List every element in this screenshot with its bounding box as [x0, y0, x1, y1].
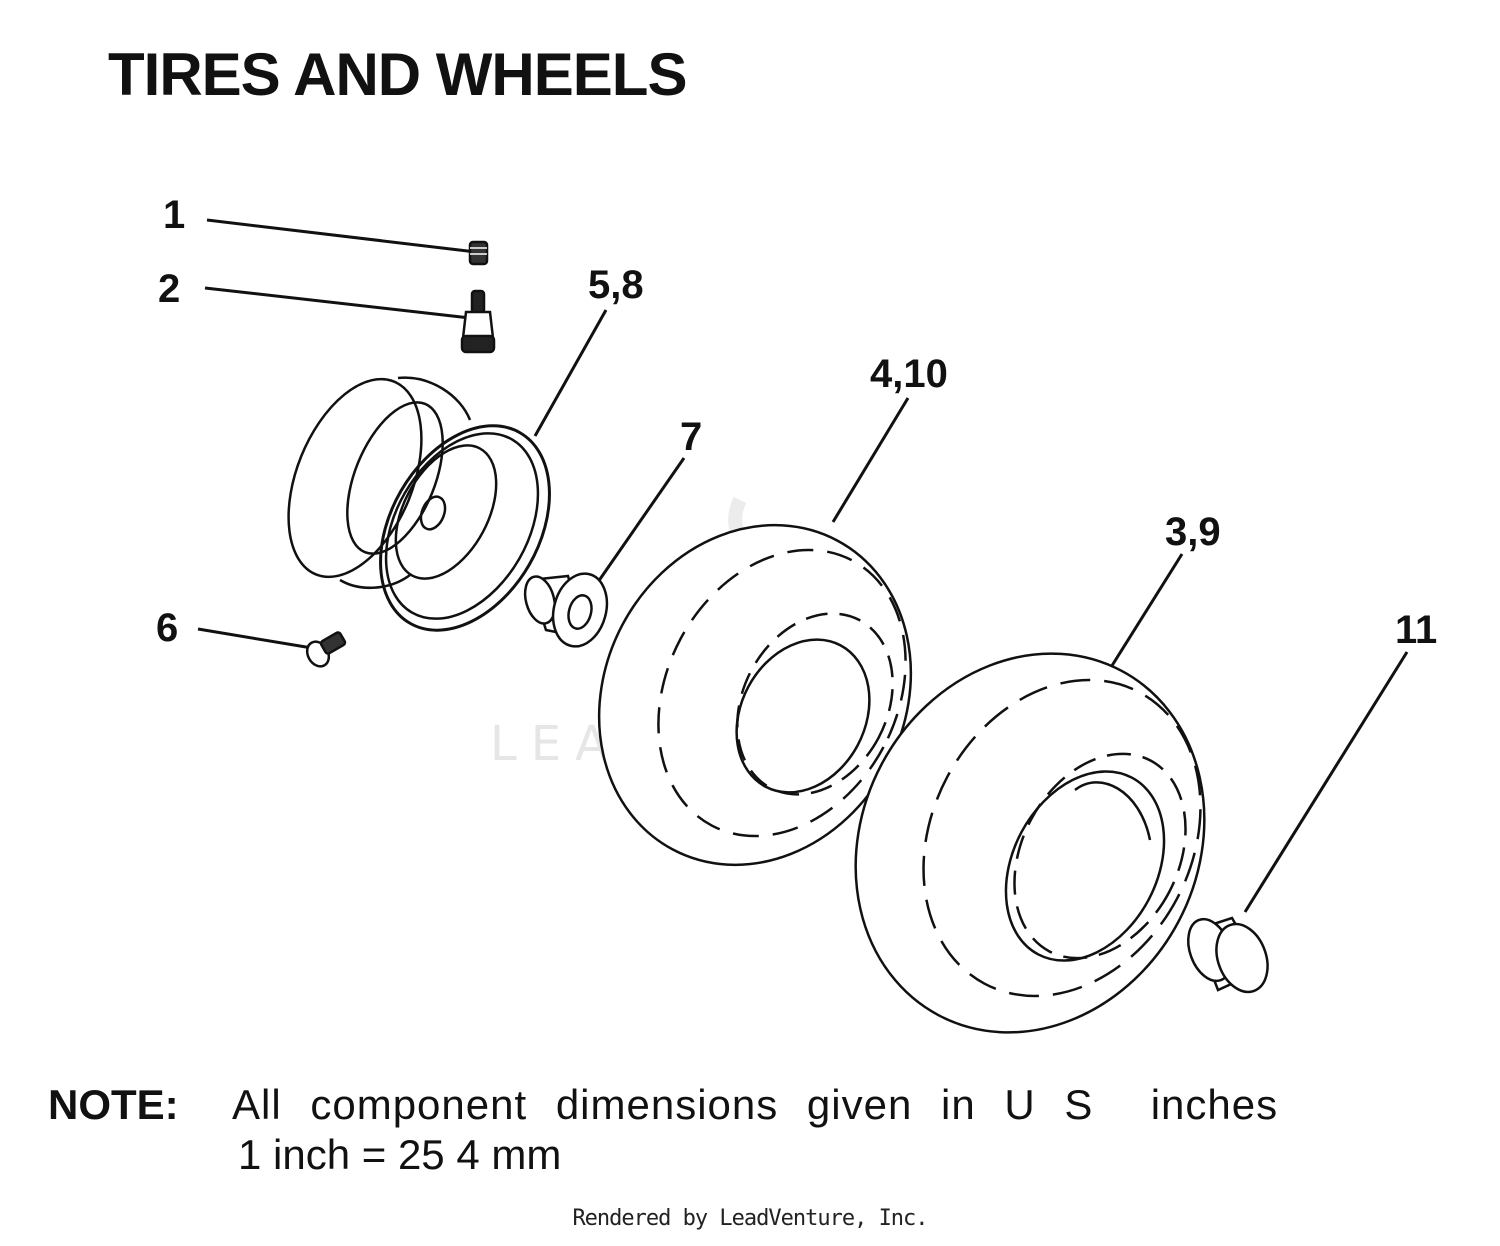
- callout-5-8: 5,8: [588, 263, 644, 307]
- callout-7: 7: [680, 415, 702, 459]
- note-line-2: 1 inch = 25 4 mm: [238, 1131, 562, 1178]
- diagram-title: TIRES AND WHEELS: [108, 41, 687, 108]
- note-line-1: All component dimensions given in U S in…: [232, 1081, 1279, 1128]
- render-credit: Rendered by LeadVenture, Inc.: [572, 1206, 928, 1231]
- note-label: NOTE:: [48, 1081, 179, 1128]
- leader-line-5-8: [533, 309, 608, 437]
- callout-2: 2: [158, 267, 180, 311]
- leader-line-3-9: [1106, 553, 1184, 673]
- leader-line-11: [1243, 651, 1409, 913]
- callout-6: 6: [156, 606, 178, 650]
- valve-cap-icon: [468, 240, 489, 266]
- leader-line-6: [197, 627, 313, 650]
- leader-line-2: [204, 286, 471, 320]
- leader-lines: [197, 218, 1409, 913]
- leader-line-7: [596, 457, 686, 583]
- rear-tire: [854, 652, 1206, 1034]
- callout-11: 11: [1395, 608, 1437, 652]
- callout-3-9: 3,9: [1165, 510, 1221, 554]
- bushing-icon: [523, 572, 609, 648]
- callout-1: 1: [163, 193, 185, 237]
- callout-4-10: 4,10: [870, 352, 948, 396]
- valve-stem-icon: [460, 289, 496, 354]
- wheel-rim: [287, 376, 551, 632]
- hub-cap-icon: [1187, 916, 1269, 994]
- leader-line-1: [206, 218, 477, 254]
- leader-line-4-10: [831, 397, 910, 523]
- dimension-note: NOTE: All component dimensions given in U…: [48, 1080, 1278, 1180]
- bolt-icon: [305, 631, 347, 668]
